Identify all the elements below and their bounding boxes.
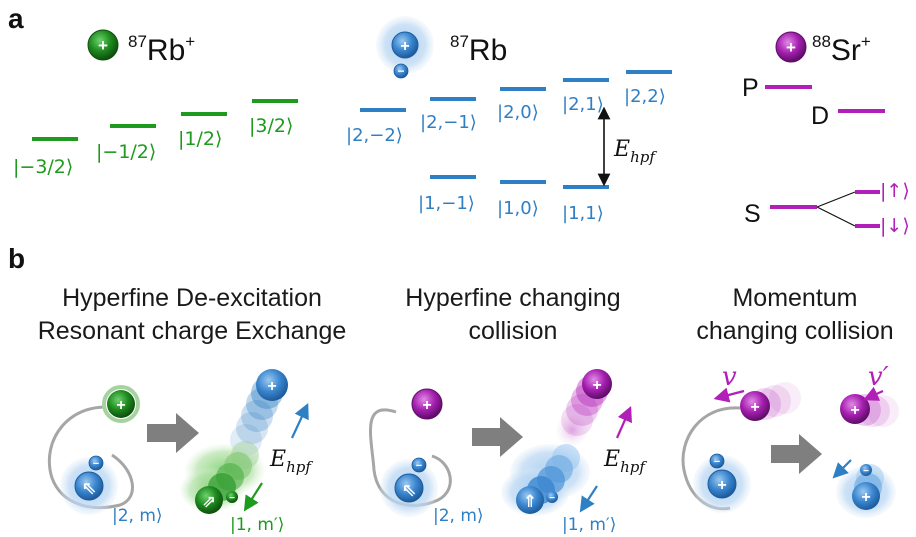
process-2-final-state: |1, m′⟩	[562, 515, 616, 535]
sr-level-p: P	[742, 74, 759, 102]
ion-direction-arrow	[615, 405, 632, 439]
panel-b-label: b	[8, 243, 25, 274]
ion-direction-arrow	[291, 403, 309, 439]
process-3-diagram: + v + − + v′ + −	[681, 362, 899, 518]
outgoing-sr-ion-trail: +	[556, 369, 612, 446]
svg-text:+: +	[786, 38, 796, 57]
process-1-title: Hyperfine De-excitation Resonant charge …	[37, 284, 347, 345]
rb-ion-icon	[107, 390, 135, 418]
svg-text:−: −	[714, 456, 720, 468]
svg-text:+: +	[116, 397, 125, 414]
rb-atom-core	[74, 471, 104, 501]
atom-direction-arrow	[832, 459, 852, 479]
svg-text:+: +	[422, 397, 431, 414]
velocity-after-label: v′	[868, 362, 889, 392]
sr-zeeman-split	[816, 191, 856, 227]
process-1-energy-label: Ehpf	[269, 447, 313, 476]
svg-text:−: −	[229, 493, 235, 504]
rb-upper-state-3: |2,1⟩	[562, 94, 604, 115]
rb-ion-levels	[32, 99, 298, 141]
velocity-arrow-after	[863, 386, 884, 401]
sr-level-s: S	[744, 200, 761, 228]
svg-text:+: +	[750, 399, 759, 416]
sr-ion-levels	[765, 85, 885, 228]
process-arrow	[771, 434, 822, 474]
outgoing-rb-atom-trail: ⇗ −	[180, 441, 265, 514]
rb-upper-levels	[360, 70, 672, 112]
sr-spin-up-state: |↑⟩	[880, 180, 910, 202]
rb-lower-state-0: |1,−1⟩	[418, 193, 475, 214]
rb-lower-state-1: |1,0⟩	[497, 198, 539, 219]
process-arrow	[147, 413, 199, 453]
svg-text:+: +	[850, 402, 859, 419]
process-3-title: Momentum changing collision	[696, 284, 894, 345]
process-arrow	[472, 417, 523, 457]
svg-text:−: −	[549, 493, 555, 504]
process-2-diagram: + ⇖ − + ⇑ − Ehpf |	[369, 369, 647, 535]
rb-ion-state-2: |1/2⟩	[178, 128, 222, 150]
process-1-final-state: |1, m′⟩	[230, 515, 284, 535]
sr-spin-down-state: |↓⟩	[880, 215, 910, 237]
electron	[709, 453, 725, 469]
rb-ion-label: 87Rb+	[128, 32, 195, 67]
rb-upper-state-4: |2,2⟩	[624, 86, 666, 107]
svg-text:+: +	[267, 378, 276, 395]
svg-text:+: +	[400, 38, 409, 55]
rb-lower-levels	[430, 175, 609, 189]
svg-text:⇑: ⇑	[523, 492, 537, 512]
rb-ion-state-0: |−3/2⟩	[13, 156, 73, 178]
svg-text:+: +	[592, 377, 601, 394]
sr-ion-icon	[411, 388, 443, 420]
svg-text:+: +	[861, 489, 870, 506]
atom-direction-arrow	[243, 482, 263, 512]
process-1-diagram: + ⇖ − + ⇗ −	[47, 369, 313, 535]
svg-text:⇗: ⇗	[202, 492, 216, 512]
process-2-title: Hyperfine changing collision	[405, 284, 621, 345]
rb-upper-state-0: |2,−2⟩	[346, 125, 403, 146]
spin-arrow-icon: ⇖	[401, 480, 416, 501]
rb-lower-state-2: |1,1⟩	[562, 203, 604, 224]
svg-text:−: −	[863, 466, 869, 477]
svg-text:−: −	[397, 64, 404, 78]
spin-arrow-icon: ⇖	[81, 478, 96, 499]
atom-direction-arrow	[579, 485, 598, 513]
rb-atom-core	[707, 469, 737, 499]
hyperfine-splitting-label: Ehpf	[613, 137, 657, 166]
rb-upper-state-2: |2,0⟩	[497, 102, 539, 123]
panel-a-label: a	[8, 3, 24, 34]
rb-atom-label: 87Rb	[450, 32, 507, 67]
process-1-initial-state: |2, m⟩	[112, 506, 163, 526]
velocity-before-label: v	[722, 362, 737, 392]
process-2-initial-state: |2, m⟩	[433, 506, 484, 526]
outgoing-rb-atom-trail: + −	[836, 464, 896, 518]
svg-text:−: −	[93, 458, 99, 470]
outgoing-rb-atom-trail: ⇑ −	[501, 444, 590, 516]
svg-text:+: +	[98, 36, 108, 55]
sr-ion-icon: +	[775, 31, 807, 63]
sr-level-d: D	[811, 102, 829, 130]
outgoing-sr-ion-trail: +	[840, 394, 899, 427]
rb-ion-state-1: |−1/2⟩	[96, 141, 156, 163]
outgoing-rb-ion-trail: +	[230, 369, 288, 456]
svg-text:+: +	[717, 477, 726, 494]
rb-ion-state-3: |3/2⟩	[249, 115, 293, 137]
electron	[411, 457, 427, 473]
incoming-sr-ion-trail: +	[740, 382, 801, 421]
velocity-arrow-before	[713, 387, 745, 403]
process-2-energy-label: Ehpf	[603, 447, 647, 476]
svg-text:−: −	[416, 460, 422, 472]
rb-ion-icon: +	[87, 29, 119, 61]
rb-upper-state-1: |2,−1⟩	[420, 112, 477, 133]
electron	[88, 455, 104, 471]
rb-atom-icon: + −	[376, 16, 434, 79]
rb-atom-core	[394, 473, 424, 503]
sr-ion-label: 88Sr+	[812, 32, 871, 67]
